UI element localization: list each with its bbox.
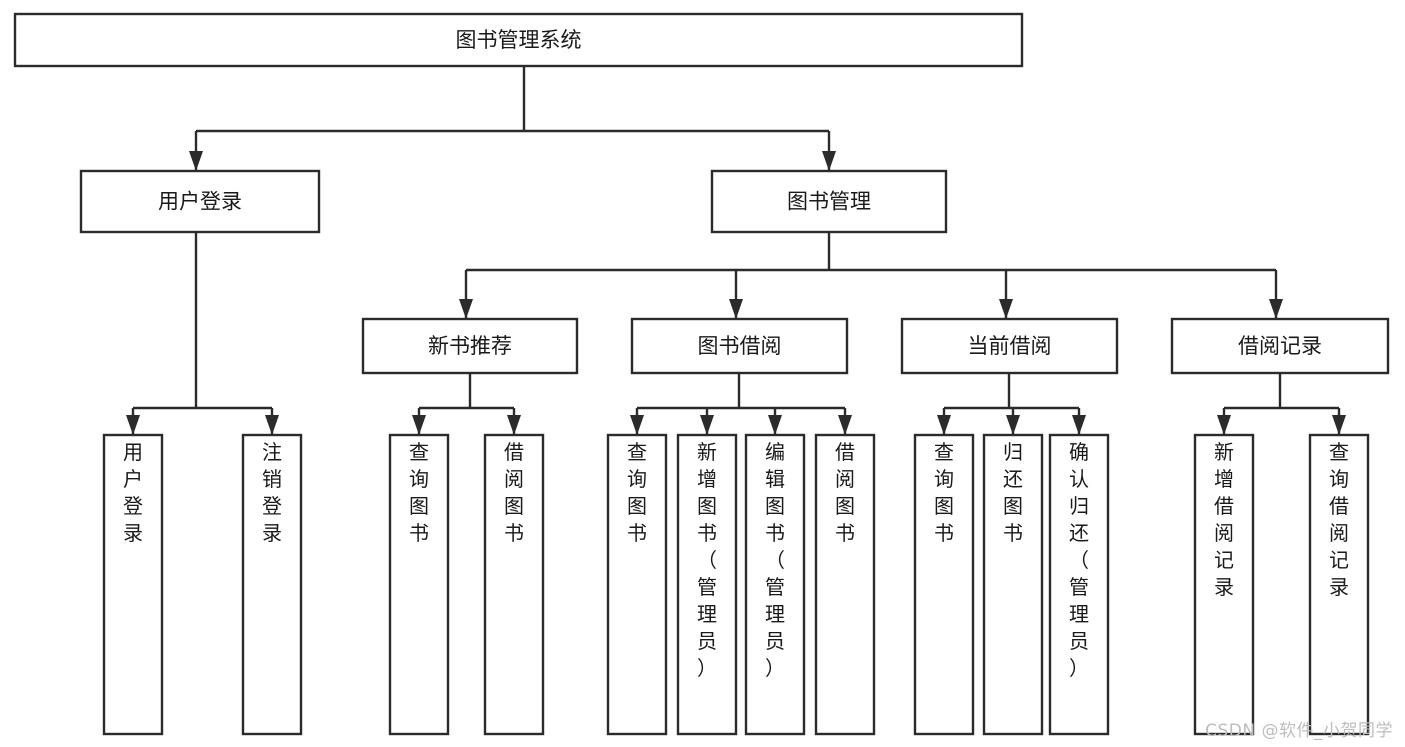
node-leaf-edit-book[interactable]: 编辑图书（管理员） — [744, 433, 806, 736]
node-box-user-login[interactable] — [79, 169, 321, 234]
node-box-leaf-query-book-3[interactable] — [913, 433, 975, 736]
node-leaf-add-book[interactable]: 新增图书（管理员） — [676, 433, 738, 736]
connector-root-to-level2 — [189, 66, 836, 171]
node-label-leaf-add-book: 新增图书（管理员） — [697, 440, 717, 680]
arrow-head-icon — [265, 415, 279, 435]
node-box-new-book-recommend[interactable] — [361, 317, 579, 375]
node-box-borrow-record[interactable] — [1170, 317, 1390, 375]
node-label-leaf-user-login: 用户登录 — [123, 440, 143, 545]
node-leaf-user-logout[interactable]: 注销登录 — [241, 433, 303, 736]
connector-borrow-record-to-leaves — [1217, 373, 1346, 435]
node-label-leaf-borrow-book-1: 借阅图书 — [504, 440, 524, 545]
arrow-head-icon — [189, 151, 203, 171]
arrow-head-icon — [630, 415, 644, 435]
node-box-leaf-query-book-1[interactable] — [388, 433, 450, 736]
arrow-head-icon — [700, 415, 714, 435]
arrow-head-icon — [1072, 415, 1086, 435]
arrow-head-icon — [459, 299, 473, 319]
connector-userlogin-to-leaves — [126, 232, 279, 435]
node-box-current-borrow[interactable] — [900, 317, 1119, 375]
node-box-leaf-borrow-book-1[interactable] — [483, 433, 545, 736]
arrow-head-icon — [1269, 299, 1283, 319]
node-box-book-manage[interactable] — [710, 169, 948, 234]
node-current-borrow[interactable]: 当前借阅 — [900, 317, 1119, 375]
node-leaf-query-record[interactable]: 查询借阅记录 — [1308, 433, 1370, 736]
node-label-leaf-query-book-1: 查询图书 — [409, 440, 429, 545]
node-book-manage[interactable]: 图书管理 — [710, 169, 948, 234]
arrow-head-icon — [126, 415, 140, 435]
node-label-user-login: 用户登录 — [158, 190, 242, 214]
connector-bookmanage-to-level3 — [459, 232, 1283, 319]
node-leaf-user-login[interactable]: 用户登录 — [102, 433, 164, 736]
arrow-head-icon — [1006, 415, 1020, 435]
node-leaf-borrow-book-2[interactable]: 借阅图书 — [814, 433, 876, 736]
node-leaf-return-book[interactable]: 归还图书 — [982, 433, 1044, 736]
node-box-leaf-add-book[interactable] — [676, 433, 738, 736]
node-layer: 图书管理系统用户登录图书管理新书推荐图书借阅当前借阅借阅记录用户登录注销登录查询… — [13, 12, 1390, 736]
connector-book-borrow-to-leaves — [630, 373, 852, 435]
node-box-leaf-confirm-return[interactable] — [1048, 433, 1110, 736]
node-book-borrow[interactable]: 图书借阅 — [630, 317, 849, 375]
node-box-leaf-edit-book[interactable] — [744, 433, 806, 736]
node-label-leaf-user-logout: 注销登录 — [262, 440, 282, 545]
node-leaf-confirm-return[interactable]: 确认归还（管理员） — [1048, 433, 1110, 736]
node-label-leaf-confirm-return: 确认归还（管理员） — [1069, 440, 1089, 680]
node-borrow-record[interactable]: 借阅记录 — [1170, 317, 1390, 375]
node-leaf-query-book-3[interactable]: 查询图书 — [913, 433, 975, 736]
node-label-leaf-return-book: 归还图书 — [1003, 440, 1023, 545]
node-box-book-borrow[interactable] — [630, 317, 849, 375]
connector-new-book-recommend-to-leaves — [412, 373, 521, 435]
node-label-book-borrow: 图书借阅 — [698, 334, 782, 358]
arrow-head-icon — [999, 299, 1013, 319]
node-box-leaf-add-record[interactable] — [1193, 433, 1255, 736]
node-label-current-borrow: 当前借阅 — [968, 334, 1052, 358]
node-label-root: 图书管理系统 — [456, 28, 582, 52]
node-root[interactable]: 图书管理系统 — [13, 12, 1024, 68]
node-label-book-manage: 图书管理 — [787, 190, 871, 214]
node-label-leaf-query-book-3: 查询图书 — [934, 440, 954, 545]
node-box-leaf-query-book-2[interactable] — [606, 433, 668, 736]
node-label-leaf-query-record: 查询借阅记录 — [1329, 440, 1349, 599]
node-leaf-query-book-1[interactable]: 查询图书 — [388, 433, 450, 736]
node-leaf-add-record[interactable]: 新增借阅记录 — [1193, 433, 1255, 736]
arrow-head-icon — [412, 415, 426, 435]
node-label-leaf-borrow-book-2: 借阅图书 — [835, 440, 855, 545]
arrow-head-icon — [729, 299, 743, 319]
arrow-head-icon — [1217, 415, 1231, 435]
node-box-leaf-borrow-book-2[interactable] — [814, 433, 876, 736]
arrow-head-icon — [768, 415, 782, 435]
node-box-leaf-return-book[interactable] — [982, 433, 1044, 736]
arrow-head-icon — [507, 415, 521, 435]
connector-layer — [126, 66, 1346, 435]
arrow-head-icon — [822, 151, 836, 171]
node-box-leaf-query-record[interactable] — [1308, 433, 1370, 736]
node-leaf-query-book-2[interactable]: 查询图书 — [606, 433, 668, 736]
node-new-book-recommend[interactable]: 新书推荐 — [361, 317, 579, 375]
node-user-login[interactable]: 用户登录 — [79, 169, 321, 234]
arrow-head-icon — [937, 415, 951, 435]
arrow-head-icon — [838, 415, 852, 435]
node-box-leaf-user-logout[interactable] — [241, 433, 303, 736]
node-label-leaf-query-book-2: 查询图书 — [627, 440, 647, 545]
arrow-head-icon — [1332, 415, 1346, 435]
node-box-root[interactable] — [13, 12, 1024, 68]
node-leaf-borrow-book-1[interactable]: 借阅图书 — [483, 433, 545, 736]
node-label-leaf-add-record: 新增借阅记录 — [1214, 440, 1234, 599]
node-label-leaf-edit-book: 编辑图书（管理员） — [765, 440, 785, 680]
watermark-text: CSDN @软件_小贺同学 — [1205, 721, 1393, 741]
connector-current-borrow-to-leaves — [937, 373, 1086, 435]
node-label-new-book-recommend: 新书推荐 — [428, 334, 512, 358]
node-label-borrow-record: 借阅记录 — [1238, 334, 1322, 358]
node-box-leaf-user-login[interactable] — [102, 433, 164, 736]
